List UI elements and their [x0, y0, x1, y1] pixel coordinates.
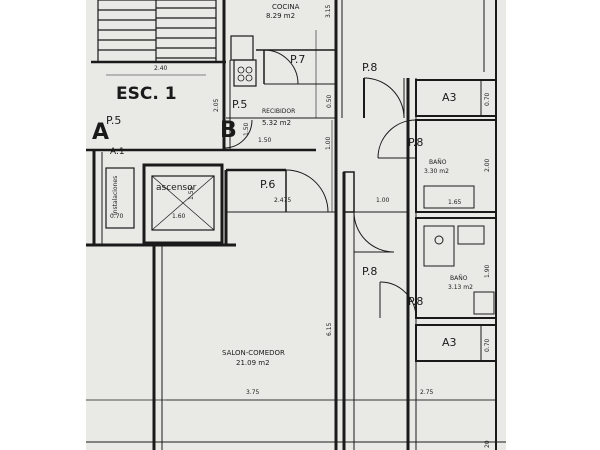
- p5-left-label: P.5: [106, 114, 122, 127]
- dim-1-50a: 1.50: [243, 122, 250, 136]
- bano2-name: BAÑO: [450, 275, 468, 282]
- a3-top-label: A3: [442, 91, 457, 104]
- dim-2-75: 2.75: [420, 389, 434, 396]
- p5-mid-label: P.5: [232, 98, 248, 111]
- p8-top-label: P.8: [362, 61, 378, 74]
- dim-1-00-vertical: 1.00: [325, 136, 332, 150]
- dim-2-40: 2.40: [154, 65, 168, 72]
- dim-20: 20: [484, 440, 491, 448]
- dim-0-70-left: 0.70: [110, 213, 124, 220]
- salon-name: SALON-COMEDOR: [222, 349, 285, 357]
- bano2-area: 3.13 m2: [448, 284, 473, 291]
- recibidor-name: RECIBIDOR: [262, 108, 296, 115]
- stair-label: ESC. 1: [116, 84, 177, 104]
- p8-mid-label: P.8: [362, 265, 378, 278]
- ascensor-label: ascensor: [156, 183, 197, 193]
- dim-1-65: 1.65: [448, 199, 462, 206]
- dim-1-50b: 1.50: [258, 137, 272, 144]
- dim-0-70-bottom: 0.70: [484, 338, 491, 352]
- dim-2-00: 2.00: [484, 158, 491, 172]
- floor-plan-drawing: [86, 0, 506, 450]
- a1-label: A.1: [110, 147, 125, 157]
- dim-2-05: 2.05: [213, 98, 220, 112]
- p8-lower-label: P.8: [408, 295, 424, 308]
- cocina-area: 8.29 m2: [266, 12, 296, 20]
- salon-area: 21.09 m2: [236, 359, 270, 367]
- p7-label: P.7: [290, 53, 306, 66]
- dim-3-15: 3.15: [325, 4, 332, 18]
- dim-0-70-top: 0.70: [484, 92, 491, 106]
- dim-3-75: 3.75: [246, 389, 260, 396]
- a3-bottom-label: A3: [442, 336, 457, 349]
- cocina-name: COCINA: [272, 3, 300, 11]
- floor-plan-sheet: COCINA 8.29 m2 RECIBIDOR 5.32 m2 BAÑO 3.…: [86, 0, 506, 450]
- dim-1-55: 1.55: [188, 186, 195, 200]
- dim-1-60: 1.60: [172, 213, 186, 220]
- dim-2-475: 2.475: [274, 197, 292, 204]
- unit-a-label: A: [92, 120, 110, 145]
- dim-6-15: 6.15: [326, 322, 333, 336]
- dim-1-00-horizontal: 1.00: [376, 197, 390, 204]
- p6-label: P.6: [260, 178, 276, 191]
- unit-b-label: B: [220, 118, 237, 143]
- recibidor-area: 5.32 m2: [262, 119, 292, 127]
- instalaciones-label: instalaciones: [112, 175, 119, 215]
- staircase: [97, 0, 217, 63]
- dim-1-90: 1.90: [484, 264, 491, 278]
- p8-right-label: P.8: [408, 136, 424, 149]
- dim-0-50: 0.50: [326, 94, 333, 108]
- bano1-name: BAÑO: [429, 159, 447, 166]
- bano1-area: 3.30 m2: [424, 168, 449, 175]
